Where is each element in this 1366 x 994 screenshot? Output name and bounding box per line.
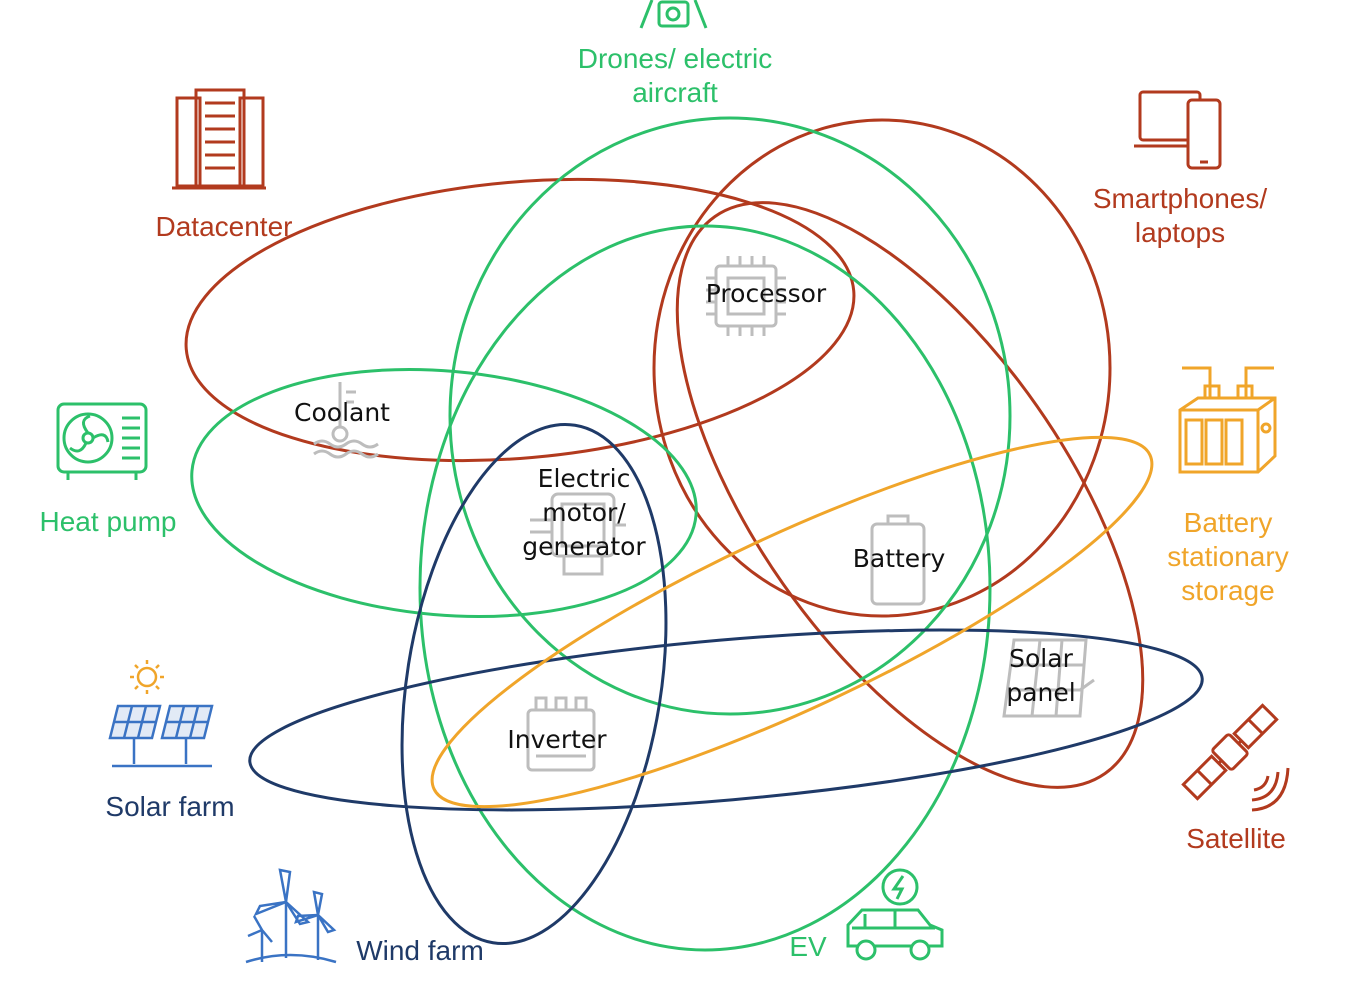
solar-panel-icon	[1002, 638, 1095, 718]
processor-label: Processor	[686, 277, 846, 311]
wind-turbine-icon	[245, 868, 337, 964]
satellite-label: Satellite	[1166, 822, 1306, 856]
battery-label-text: Battery	[852, 544, 946, 573]
ev-label-text: EV	[789, 931, 827, 962]
solar-panel-label: Solar panel	[982, 642, 1100, 710]
storage-ellipse	[430, 435, 1154, 809]
coolant-label-text: Coolant	[294, 398, 390, 427]
smartphones-label-line2: laptops	[1134, 217, 1226, 248]
heatpump-label-text: Heat pump	[39, 506, 177, 537]
battery-label: Battery	[834, 542, 964, 576]
datacenter-label: Datacenter	[124, 210, 324, 244]
heatpump-ellipse	[190, 367, 698, 619]
drone-icon	[639, 0, 708, 29]
devices-icon	[1134, 90, 1222, 170]
server-rack-icon	[172, 88, 266, 190]
coolant-icon	[313, 382, 379, 459]
smartphones-label: Smartphones/ laptops	[1060, 182, 1300, 250]
battery-storage-icon	[1178, 366, 1277, 474]
smartphones-label-line1: Smartphones/	[1092, 183, 1268, 214]
wind-farm-label-text: Wind farm	[356, 935, 484, 966]
inverter-icon	[526, 696, 596, 772]
datacenter-ellipse	[184, 177, 856, 463]
battery-storage-label: Battery stationary storage	[1140, 506, 1316, 608]
battery-storage-label-line1: Battery	[1183, 507, 1273, 538]
drones-label-line1: Drones/ electric	[577, 43, 773, 74]
solar-panel-label-line2: panel	[1006, 678, 1076, 707]
solar-farm-label: Solar farm	[80, 790, 260, 824]
drones-ellipse	[448, 116, 1012, 716]
motor-label: Electric motor/ generator	[498, 462, 670, 564]
inverter-label: Inverter	[490, 723, 624, 757]
motor-label-line1: Electric	[537, 464, 631, 493]
battery-icon	[870, 514, 926, 606]
battery-storage-label-line2: stationary	[1167, 541, 1289, 572]
coolant-label: Coolant	[272, 396, 412, 430]
solar-farm-label-text: Solar farm	[105, 791, 235, 822]
datacenter-label-text: Datacenter	[155, 211, 293, 242]
motor-label-line3: generator	[522, 532, 646, 561]
wind-farm-label: Wind farm	[336, 934, 504, 968]
heatpump-label: Heat pump	[14, 505, 202, 539]
inverter-label-text: Inverter	[507, 725, 607, 754]
satellite-ellipse	[675, 201, 1145, 789]
ev-label: EV	[780, 930, 836, 964]
solar-farm-ellipse	[248, 628, 1204, 812]
solar-farm-icon	[108, 660, 214, 768]
chip-icon	[706, 256, 786, 336]
drones-label-line2: aircraft	[632, 77, 718, 108]
battery-storage-label-line3: storage	[1181, 575, 1275, 606]
electric-car-icon	[846, 868, 944, 961]
satellite-icon	[1181, 703, 1290, 812]
smartphones-ellipse	[652, 118, 1112, 618]
heat-pump-icon	[56, 402, 148, 480]
satellite-label-text: Satellite	[1186, 823, 1286, 854]
drones-label: Drones/ electric aircraft	[540, 42, 810, 110]
motor-label-line2: motor/	[542, 498, 626, 527]
motor-icon	[530, 492, 626, 576]
processor-label-text: Processor	[705, 279, 827, 308]
solar-panel-label-line1: Solar	[1009, 644, 1073, 673]
wind-farm-ellipse	[400, 422, 668, 946]
ev-ellipse	[418, 224, 992, 952]
